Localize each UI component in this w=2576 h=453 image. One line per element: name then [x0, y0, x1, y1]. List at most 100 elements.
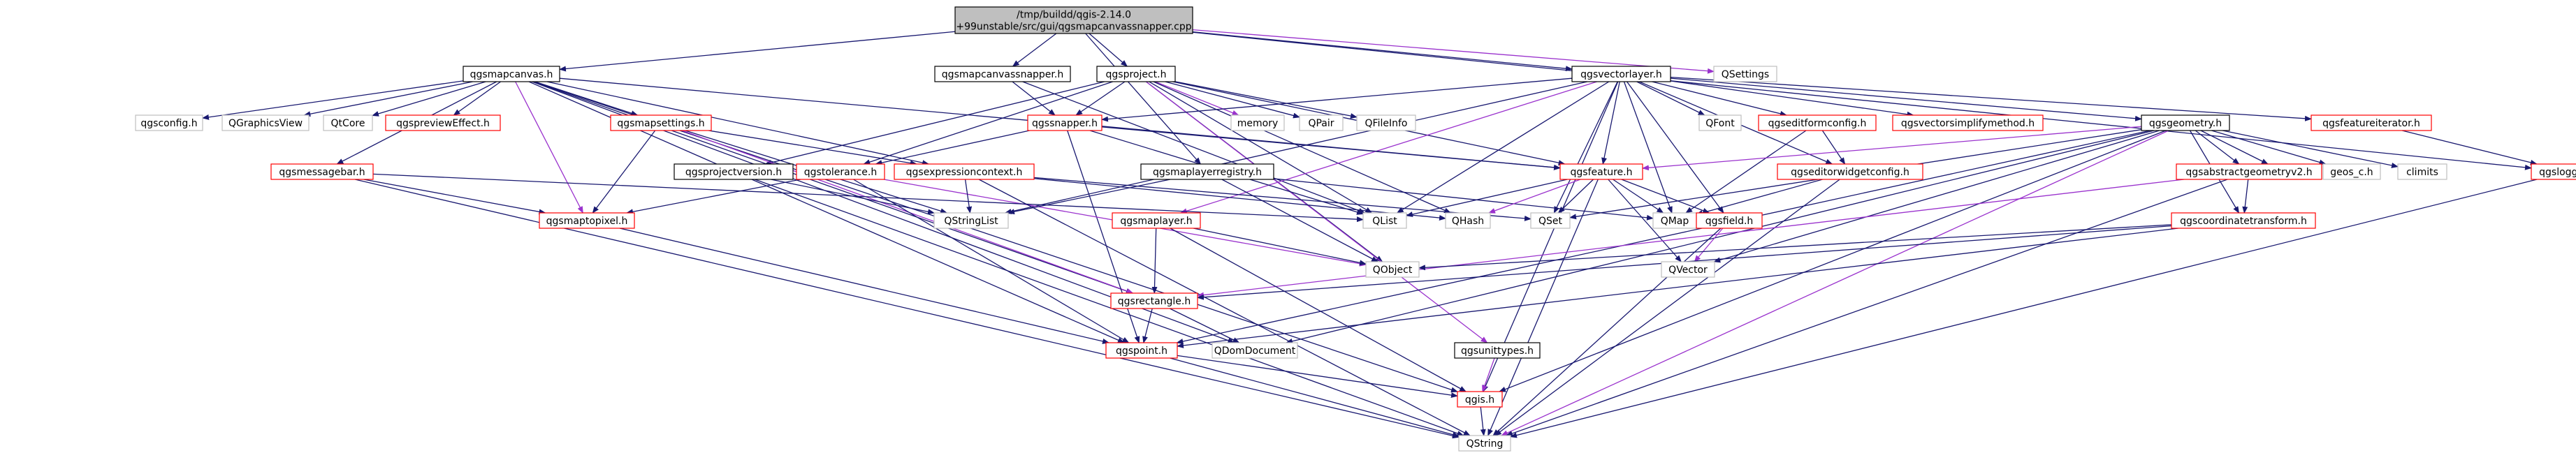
- node-QMap[interactable]: QMap: [1652, 212, 1697, 229]
- node-label: qgseditorwidgetconfig.h: [1791, 167, 1909, 178]
- node-box: [1096, 66, 1176, 82]
- node-box: [2322, 163, 2381, 180]
- node-qgsunittypes[interactable]: qgsunittypes.h: [1454, 342, 1541, 359]
- node-label: qgsmaptopixel.h: [546, 216, 628, 227]
- node-qgsexpressioncontext[interactable]: qgsexpressioncontext.h: [894, 163, 1035, 180]
- edge-root-to-qgsmapcanvas: [559, 31, 956, 72]
- node-QFileInfo[interactable]: QFileInfo: [1356, 114, 1416, 131]
- node-label: QtCore: [331, 118, 365, 129]
- node-QHash[interactable]: QHash: [1445, 212, 1491, 229]
- node-qgsmapcanvas[interactable]: qgsmapcanvas.h: [463, 66, 560, 82]
- node-qgsprojectversion[interactable]: qgsprojectversion.h: [674, 163, 794, 180]
- node-QObject[interactable]: QObject: [1365, 261, 1420, 278]
- node-QGraphicsView[interactable]: QGraphicsView: [221, 114, 310, 131]
- edge-qgssnapper-to-qgspoint: [1067, 130, 1140, 343]
- node-qgsproject[interactable]: qgsproject.h: [1096, 66, 1176, 82]
- node-qgsmaptopixel[interactable]: qgsmaptopixel.h: [539, 212, 635, 229]
- node-QVector[interactable]: QVector: [1661, 261, 1715, 278]
- node-qgseditorwidgetconfig[interactable]: qgseditorwidgetconfig.h: [1777, 163, 1923, 180]
- edge-qgsvectorlayer-to-QList: [1396, 81, 1610, 214]
- node-qgsrectangle[interactable]: qgsrectangle.h: [1110, 292, 1198, 309]
- node-box: [954, 6, 1193, 34]
- node-memory[interactable]: memory: [1230, 114, 1285, 131]
- node-qgstolerance[interactable]: qgstolerance.h: [796, 163, 885, 180]
- edge-qgsmaplayer-to-qgis: [1170, 228, 1467, 392]
- node-qgsgeometry[interactable]: qgsgeometry.h: [2141, 114, 2230, 131]
- node-label: QObject: [1373, 265, 1413, 276]
- edge-qgsvectorlayer-to-qgsfeature: [1601, 81, 1620, 165]
- node-box: [1777, 163, 1923, 180]
- edge-qgsabstractgeometryv2-to-qgscoordinatetransform: [2242, 179, 2249, 214]
- node-qgsmapsettings[interactable]: qgsmapsettings.h: [610, 114, 712, 131]
- node-qgsvectorsimplify[interactable]: qgsvectorsimplifymethod.h: [1892, 114, 2044, 131]
- node-climits[interactable]: climits: [2397, 163, 2447, 180]
- node-qgspreviewe[interactable]: qgspreviewEffect.h: [385, 114, 501, 131]
- edge-qgsgeometry-to-QVector: [1713, 130, 2160, 263]
- node-qgscoordinatetransform[interactable]: qgscoordinatetransform.h: [2171, 212, 2316, 229]
- edge-qgstolerance-to-qgsmaptopixel: [626, 179, 801, 215]
- edge-qgsvectorlayer-to-qgsfeatureiterator: [1670, 76, 2312, 121]
- node-geos_c[interactable]: geos_c.h: [2322, 163, 2381, 180]
- edge-root-to-QSettings: [1192, 29, 1715, 74]
- node-box: [221, 114, 310, 131]
- node-qgslogger[interactable]: qgslogger.h: [2531, 163, 2576, 180]
- edge-qgsvectorlayer-to-qgsfield: [1627, 81, 1724, 214]
- edge-qgsmapcanvassnapper-to-QList: [1022, 81, 1366, 214]
- edge-qgsgeometry-to-qgis: [1499, 130, 2167, 392]
- node-qgseditformconfig[interactable]: qgseditformconfig.h: [1758, 114, 1877, 131]
- node-QStringList[interactable]: QStringList: [933, 212, 1009, 229]
- node-qgsfeatureiterator[interactable]: qgsfeatureiterator.h: [2311, 114, 2432, 131]
- node-QFont[interactable]: QFont: [1698, 114, 1742, 131]
- node-label: QFileInfo: [1365, 118, 1408, 129]
- edge-qgsgeometry-to-geos_c: [2211, 130, 2327, 165]
- node-QSet[interactable]: QSet: [1530, 212, 1571, 229]
- node-QDomDocument[interactable]: QDomDocument: [1211, 342, 1298, 359]
- node-box: [1230, 114, 1285, 131]
- edge-root-to-qgsvectorlayer: [1192, 31, 1573, 72]
- node-qgsmaplayer[interactable]: qgsmaplayer.h: [1112, 212, 1201, 229]
- edge-qgsmaplayerregistry-to-QObject: [1221, 179, 1379, 262]
- node-qgsconfig[interactable]: qgsconfig.h: [135, 114, 203, 131]
- node-qgssnapper[interactable]: qgssnapper.h: [1027, 114, 1103, 131]
- edge-root-to-qgslogger: [1192, 31, 2532, 170]
- nodes-layer: /tmp/buildd/qgis-2.14.0+99unstable/src/g…: [135, 6, 2576, 452]
- edge-qgssnapper-to-qgsfeature: [1101, 126, 1561, 170]
- node-label: qgsunittypes.h: [1461, 346, 1534, 357]
- edge-qgsfeature-to-QString: [1487, 179, 1599, 436]
- node-qgsfield[interactable]: qgsfield.h: [1696, 212, 1763, 229]
- node-box: [1458, 435, 1511, 452]
- edge-qgsmessagebar-to-QList: [372, 173, 1364, 223]
- node-qgsmapcanvassnapper[interactable]: qgsmapcanvassnapper.h: [934, 66, 1071, 82]
- edge-qgsmapcanvas-to-qgsconfig: [202, 80, 464, 120]
- edge-root-to-qgsmapcanvassnapper: [1012, 33, 1057, 67]
- edges-layer: [202, 29, 2538, 439]
- edge-qgsgeometry-to-qgspoint: [1176, 130, 2151, 344]
- node-QSettings[interactable]: QSettings: [1713, 66, 1777, 82]
- node-QPair[interactable]: QPair: [1299, 114, 1344, 131]
- node-label: qgsfield.h: [1705, 216, 1754, 227]
- node-QtCore[interactable]: QtCore: [323, 114, 373, 131]
- node-qgis[interactable]: qgis.h: [1457, 391, 1503, 408]
- edge-qgsgeometry-to-qgsfeature: [1642, 126, 2142, 171]
- edge-root-to-qgsproject: [1089, 33, 1128, 67]
- edge-qgsvectorlayer-to-qgsgeometry: [1670, 77, 2142, 121]
- edge-qgsmapsettings-to-qgsexpressioncontext: [708, 130, 917, 166]
- edge-qgsexpressioncontext-to-QSet: [1033, 177, 1531, 221]
- edge-qgssnapper-to-qgstolerance: [875, 130, 1030, 165]
- edge-qgsrectangle-to-qgspoint: [1142, 308, 1153, 343]
- node-qgsmessagebar[interactable]: qgsmessagebar.h: [270, 163, 374, 180]
- node-qgspoint[interactable]: qgspoint.h: [1105, 342, 1178, 359]
- node-qgsabstractgeometryv2[interactable]: qgsabstractgeometryv2.h: [2176, 163, 2322, 180]
- edge-qgsgeometry-to-climits: [2222, 130, 2399, 168]
- node-label: qgsmaplayer.h: [1120, 216, 1192, 227]
- node-QString[interactable]: QString: [1458, 435, 1511, 452]
- node-QList[interactable]: QList: [1362, 212, 1407, 229]
- node-box: [539, 212, 635, 229]
- node-qgsfeature[interactable]: qgsfeature.h: [1559, 163, 1643, 180]
- node-box: [2311, 114, 2432, 131]
- edge-qgsunittypes-to-qgis: [1482, 357, 1495, 392]
- node-label: /tmp/buildd/qgis-2.14.0: [1017, 10, 1131, 21]
- node-qgsvectorlayer[interactable]: qgsvectorlayer.h: [1571, 66, 1671, 82]
- edge-qgsfeature-to-QMap: [1613, 179, 1664, 214]
- node-qgsmaplayerregistry[interactable]: qgsmaplayerregistry.h: [1140, 163, 1274, 180]
